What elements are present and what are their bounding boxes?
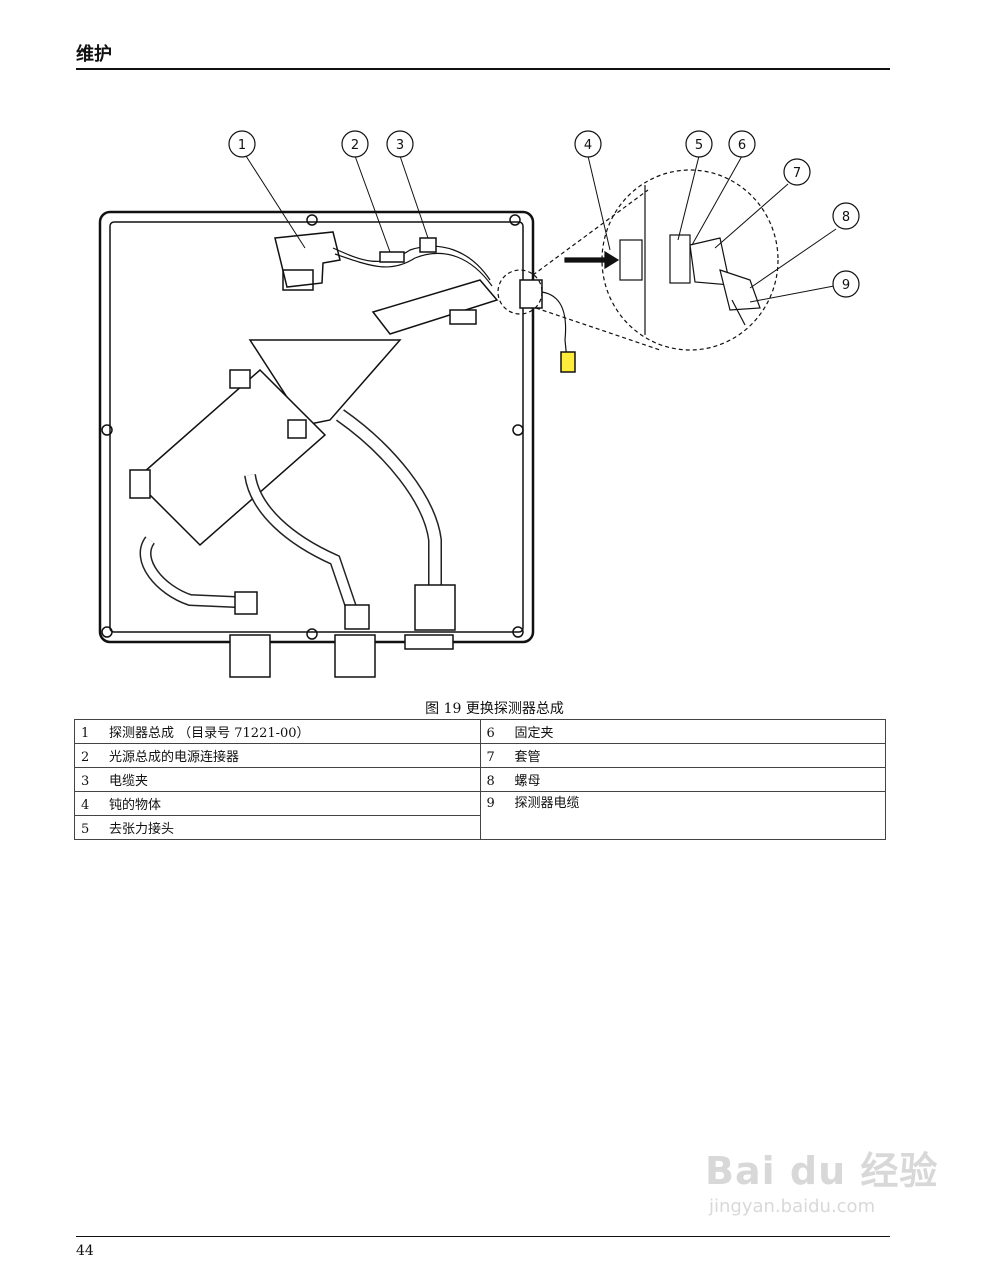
legend-row: 1 探测器总成 （目录号 71221-00） 6 固定夹 [74, 719, 886, 744]
callout-6: 6 [738, 138, 746, 153]
legend-item: 7 套管 [479, 743, 886, 768]
legend-text: 钝的物体 [109, 798, 162, 813]
watermark-logo: Bai du 经验 [705, 1149, 939, 1193]
legend-row: 2 光源总成的电源连接器 7 套管 [74, 743, 886, 768]
callout-1: 1 [238, 138, 246, 153]
page-number: 44 [76, 1243, 94, 1259]
legend-number: 7 [486, 750, 495, 765]
legend-item: 3 电缆夹 [74, 767, 481, 792]
callout-4: 4 [584, 138, 592, 153]
legend-text: 去张力接头 [109, 822, 175, 837]
callout-2: 2 [351, 138, 359, 153]
legend-item: 9 探测器电缆 [479, 791, 886, 840]
legend-item: 2 光源总成的电源连接器 [74, 743, 481, 768]
callout-5: 5 [695, 138, 703, 153]
legend-text: 探测器总成 （目录号 71221-00） [109, 726, 310, 741]
legend-number: 3 [81, 774, 90, 789]
callout-3: 3 [396, 138, 404, 153]
baidu-watermark: Bai du 经验 jingyan.baidu.com [705, 1140, 945, 1230]
header-rule [76, 68, 890, 70]
legend-item: 1 探测器总成 （目录号 71221-00） [74, 719, 481, 744]
callout-leaders [245, 155, 837, 303]
footer-rule [76, 1236, 890, 1237]
callout-8: 8 [842, 210, 850, 225]
legend-number: 4 [81, 798, 90, 813]
callout-9: 9 [842, 278, 850, 293]
legend-number: 5 [81, 822, 90, 837]
legend-item: 5 去张力接头 [74, 815, 481, 840]
legend-item: 4 钝的物体 [74, 791, 481, 816]
detector-replacement-figure: 1 2 3 4 5 6 7 8 9 [98, 130, 860, 678]
callout-circles [228, 130, 860, 298]
legend-item: 8 螺母 [479, 767, 886, 792]
legend-text: 电缆夹 [109, 774, 149, 789]
legend-text: 螺母 [514, 774, 541, 789]
legend-number: 8 [486, 774, 495, 789]
zoom-detail [497, 169, 779, 351]
legend-row: 5 去张力接头 [74, 815, 886, 840]
figure-caption: 图 19 更换探测器总成 [425, 701, 564, 717]
section-title: 维护 [76, 44, 112, 65]
legend-table: 1 探测器总成 （目录号 71221-00） 6 固定夹 2 光源总成的电源连接器 7… [74, 719, 886, 840]
legend-number: 1 [81, 726, 90, 741]
legend-row: 4 钝的物体 9 探测器电缆 [74, 791, 886, 840]
watermark-url: jingyan.baidu.com [709, 1196, 876, 1217]
callout-7: 7 [793, 166, 801, 181]
enclosure-drawing [98, 210, 576, 678]
legend-text: 套管 [514, 750, 541, 765]
legend-text: 光源总成的电源连接器 [109, 750, 240, 765]
legend-number: 2 [81, 750, 90, 765]
legend-text: 探测器电缆 [514, 796, 580, 811]
legend-text: 固定夹 [514, 726, 554, 741]
legend-number: 9 [486, 796, 495, 811]
legend-row: 3 电缆夹 8 螺母 [74, 767, 886, 792]
legend-number: 6 [486, 726, 495, 741]
legend-item: 6 固定夹 [479, 719, 886, 744]
callout-numbers: 1 2 3 4 5 6 7 8 9 [238, 138, 850, 293]
